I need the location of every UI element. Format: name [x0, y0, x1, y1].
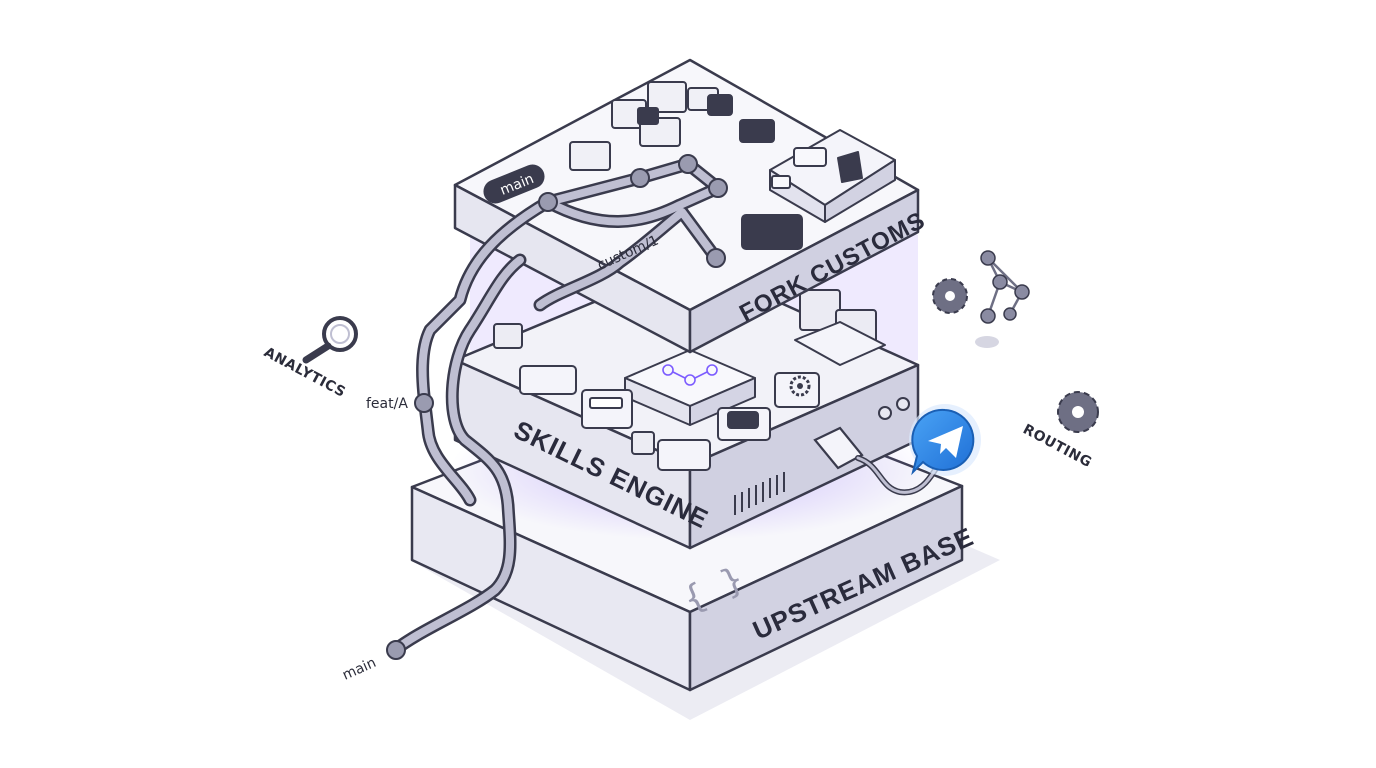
status-light [878, 406, 892, 420]
routing-group: ROUTING [1020, 391, 1099, 471]
branch-label-feat: feat/A [366, 396, 408, 412]
branch-label-main: main [340, 655, 378, 684]
commit-node [538, 192, 558, 212]
engine-modules [493, 289, 886, 471]
custom-blocks [569, 81, 896, 250]
network-graph-icon [932, 250, 1030, 348]
analytics-group: ANALYTICS [261, 316, 358, 401]
branch-paths [386, 154, 728, 660]
status-light [896, 397, 910, 411]
commit-node [706, 248, 726, 268]
layer-fork-customs: FORK CUSTOMS [453, 58, 930, 354]
gear-icon [1057, 391, 1099, 433]
small-gear-icon [789, 375, 811, 397]
analytics-label: ANALYTICS [261, 344, 348, 400]
commit-node [386, 640, 406, 660]
workflow-icon [662, 364, 718, 386]
telegram-connector [855, 404, 981, 496]
commit-node [414, 393, 434, 413]
layer-skills-engine: SKILLS ENGINE [453, 260, 920, 550]
gear-icon [932, 278, 968, 314]
vent-grille [734, 472, 785, 515]
commit-node [678, 154, 698, 174]
paper-plane-icon [909, 404, 981, 476]
magnifier-icon [302, 316, 358, 364]
commit-node [708, 178, 728, 198]
commit-node [630, 168, 650, 188]
branch-tag-main: main [483, 164, 545, 204]
